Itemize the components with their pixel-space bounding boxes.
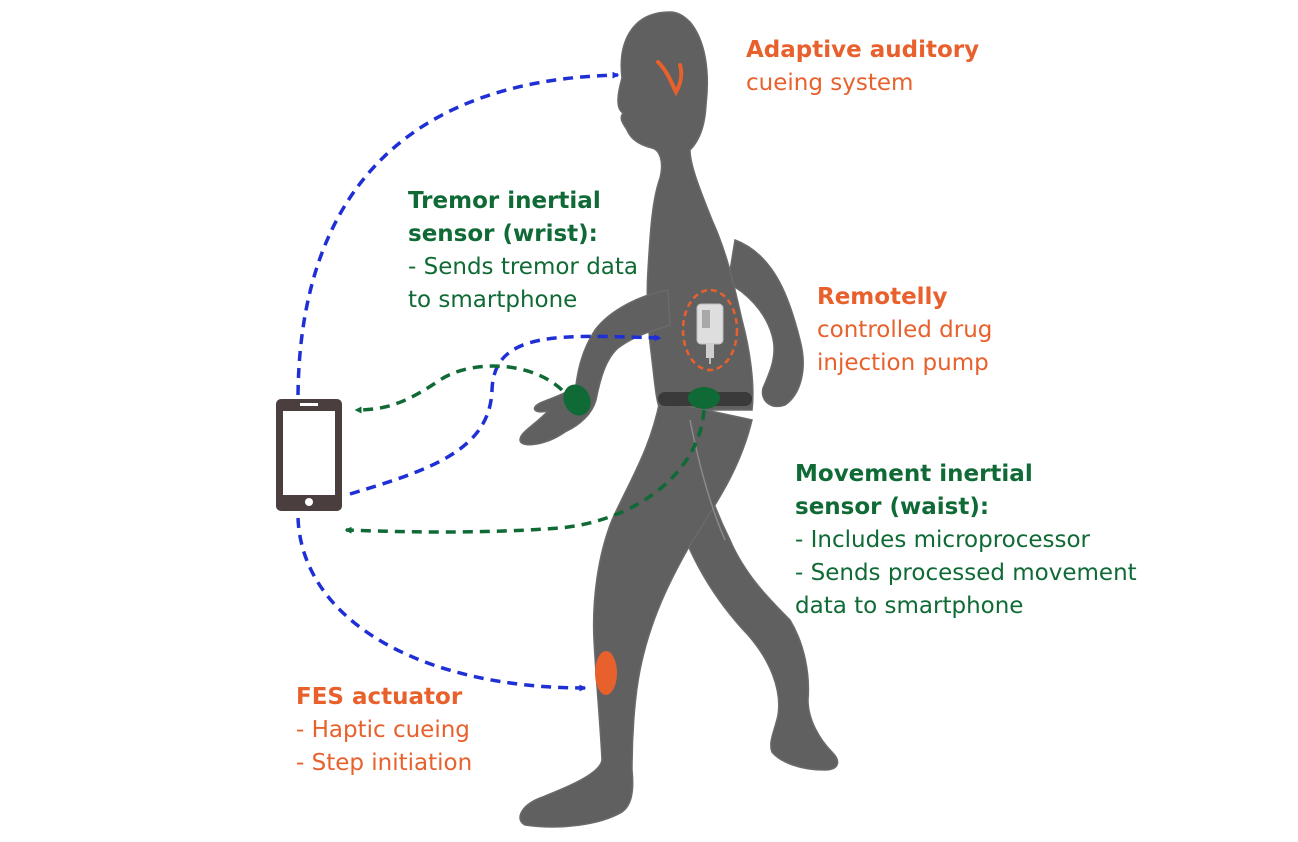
- label-tremor-line: - Sends tremor data: [408, 254, 638, 280]
- arrow-phone-to-fes: [296, 517, 587, 692]
- label-auditory-title: Adaptive auditory: [746, 37, 980, 63]
- arrow-phone-to-pump: [349, 334, 662, 496]
- fes-actuator: [595, 651, 617, 695]
- label-fes-title: FES actuator: [296, 684, 463, 710]
- label-auditory: Adaptive auditory cueing system: [746, 34, 979, 100]
- waist-sensor: [688, 387, 720, 409]
- label-pump: Remotelly controlled drug injection pump: [817, 281, 992, 380]
- smartphone-icon: [276, 399, 342, 511]
- label-tremor-title: Tremor inertial: [408, 188, 601, 214]
- human-figure: [519, 11, 839, 828]
- body-outline-line: [689, 419, 726, 541]
- back-arm: [727, 238, 804, 407]
- label-pump-line: controlled drug: [817, 317, 993, 343]
- pump-dashed-outline: [681, 288, 739, 372]
- front-arm: [519, 289, 671, 446]
- arrow-waist-to-phone: [344, 409, 706, 534]
- label-fes-line: - Step initiation: [296, 750, 473, 776]
- front-leg: [519, 399, 753, 828]
- label-fes: FES actuator - Haptic cueing - Step init…: [296, 681, 472, 780]
- label-movement-title: Movement inertial: [795, 461, 1033, 487]
- label-movement-line: - Includes microprocessor: [795, 527, 1091, 553]
- pump-icon: [696, 303, 724, 364]
- label-auditory-line: cueing system: [746, 70, 914, 96]
- arrow-wrist-to-phone: [354, 364, 564, 414]
- label-tremor-line: to smartphone: [408, 287, 578, 313]
- label-tremor: Tremor inertial sensor (wrist): - Sends …: [408, 185, 638, 317]
- label-tremor-title: sensor (wrist):: [408, 221, 598, 247]
- label-movement: Movement inertial sensor (waist): - Incl…: [795, 458, 1137, 623]
- label-movement-line: data to smartphone: [795, 593, 1024, 619]
- label-pump-line: injection pump: [817, 350, 989, 376]
- wrist-sensor: [563, 384, 591, 416]
- label-fes-line: - Haptic cueing: [296, 717, 470, 743]
- ear-icon: [656, 60, 684, 97]
- label-movement-title: sensor (waist):: [795, 494, 990, 520]
- arrow-phone-to-auditory: [296, 71, 620, 396]
- label-pump-title: Remotelly: [817, 284, 948, 310]
- label-movement-line: - Sends processed movement: [795, 560, 1137, 586]
